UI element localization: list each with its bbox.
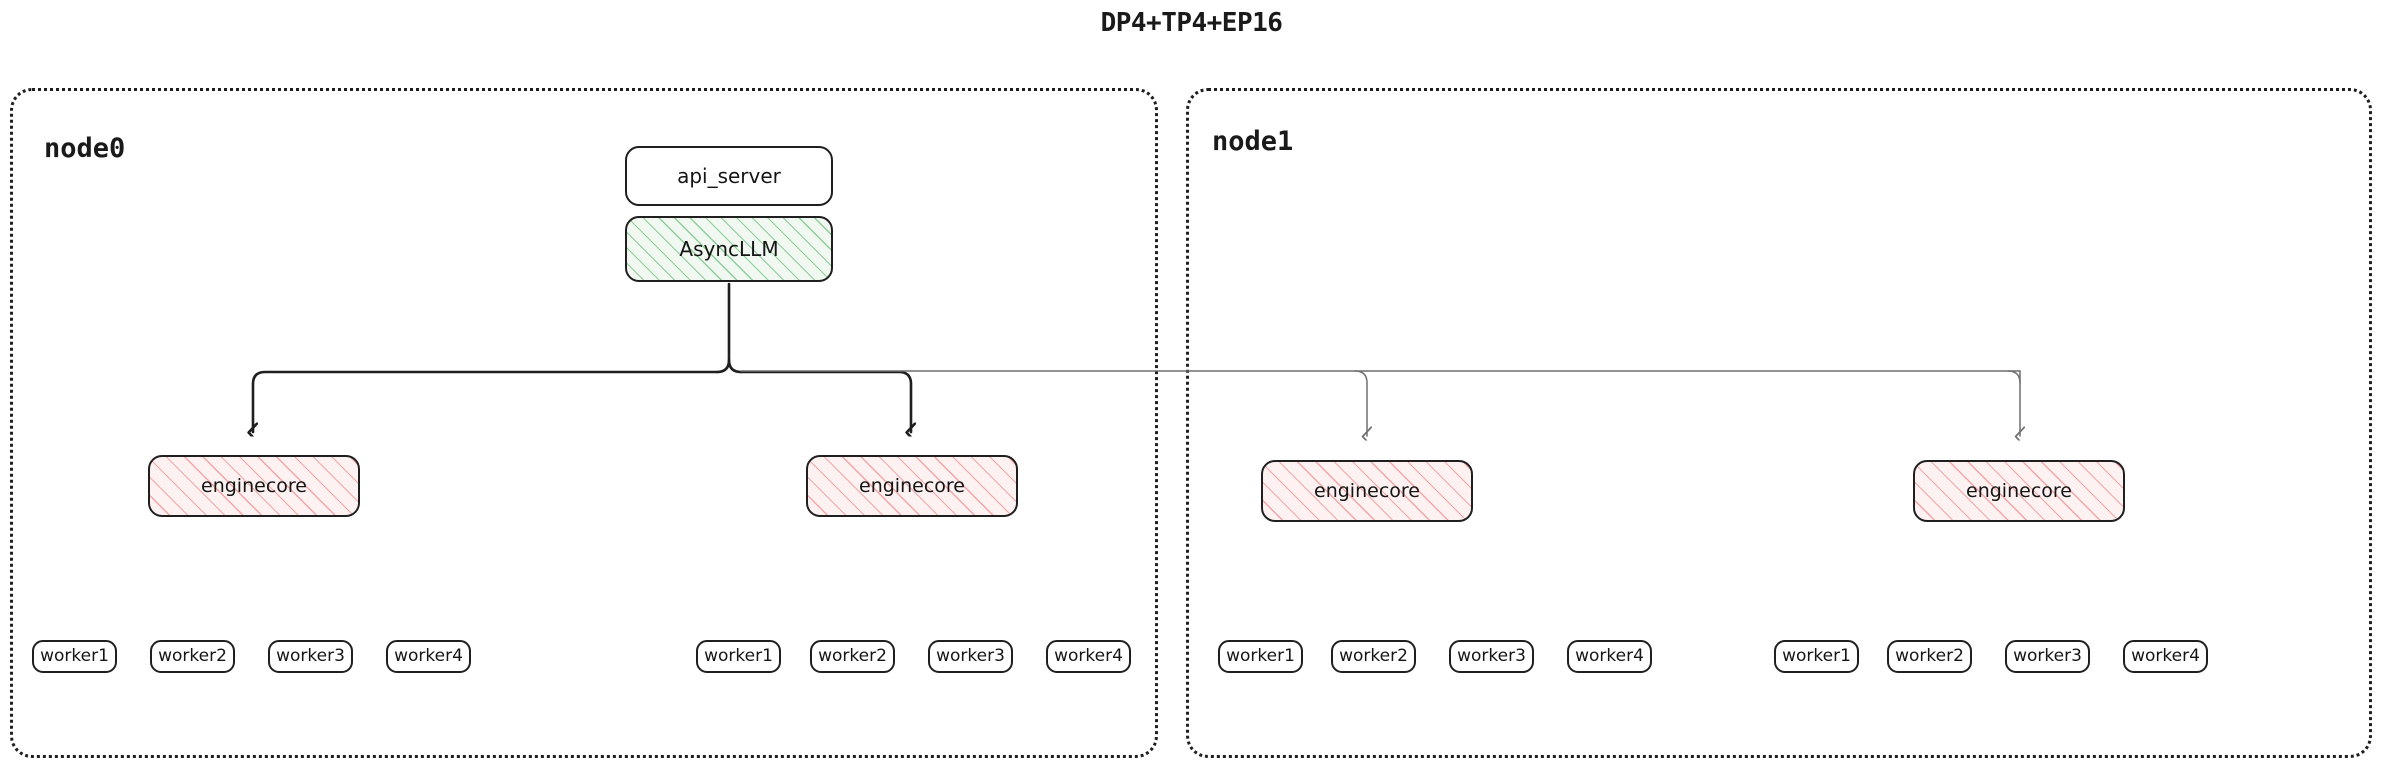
node-container-node0 (10, 88, 1158, 758)
enginecore-label: enginecore (859, 474, 965, 497)
async-llm-label: AsyncLLM (679, 237, 779, 261)
worker-label: worker3 (276, 646, 345, 666)
worker-label: worker4 (1575, 646, 1644, 666)
node-label-node0: node0 (44, 133, 126, 164)
async-llm-box[interactable]: AsyncLLM (625, 216, 833, 282)
worker-box-node0-0-1[interactable]: worker2 (150, 640, 235, 673)
worker-box-node1-1-2[interactable]: worker3 (2005, 640, 2090, 673)
enginecore-label: enginecore (1966, 479, 2072, 502)
worker-label: worker2 (818, 646, 887, 666)
worker-box-node1-0-2[interactable]: worker3 (1449, 640, 1534, 673)
enginecore-box-node1-1[interactable]: enginecore (1913, 460, 2125, 522)
enginecore-label: enginecore (201, 474, 307, 497)
worker-label: worker2 (1339, 646, 1408, 666)
worker-label: worker3 (2013, 646, 2082, 666)
worker-label: worker4 (2131, 646, 2200, 666)
worker-box-node0-0-3[interactable]: worker4 (386, 640, 471, 673)
worker-label: worker3 (936, 646, 1005, 666)
api-server-box[interactable]: api_server (625, 146, 833, 206)
api-server-label: api_server (677, 164, 781, 188)
enginecore-box-node0-1[interactable]: enginecore (806, 455, 1018, 517)
enginecore-label: enginecore (1314, 479, 1420, 502)
worker-label: worker1 (1226, 646, 1295, 666)
worker-box-node0-1-3[interactable]: worker4 (1046, 640, 1131, 673)
worker-label: worker1 (40, 646, 109, 666)
worker-label: worker2 (1895, 646, 1964, 666)
node-label-node1: node1 (1212, 126, 1294, 157)
enginecore-box-node1-0[interactable]: enginecore (1261, 460, 1473, 522)
worker-box-node0-1-1[interactable]: worker2 (810, 640, 895, 673)
worker-box-node1-1-3[interactable]: worker4 (2123, 640, 2208, 673)
worker-label: worker2 (158, 646, 227, 666)
worker-box-node1-1-1[interactable]: worker2 (1887, 640, 1972, 673)
worker-box-node0-1-2[interactable]: worker3 (928, 640, 1013, 673)
worker-label: worker1 (1782, 646, 1851, 666)
worker-box-node0-1-0[interactable]: worker1 (696, 640, 781, 673)
worker-box-node0-0-0[interactable]: worker1 (32, 640, 117, 673)
node-container-node1 (1186, 88, 2372, 758)
enginecore-box-node0-0[interactable]: enginecore (148, 455, 360, 517)
worker-box-node1-0-3[interactable]: worker4 (1567, 640, 1652, 673)
page-title: DP4+TP4+EP16 (1100, 8, 1283, 38)
worker-box-node1-0-1[interactable]: worker2 (1331, 640, 1416, 673)
worker-label: worker3 (1457, 646, 1526, 666)
worker-label: worker4 (394, 646, 463, 666)
worker-label: worker4 (1054, 646, 1123, 666)
worker-box-node1-1-0[interactable]: worker1 (1774, 640, 1859, 673)
worker-label: worker1 (704, 646, 773, 666)
worker-box-node1-0-0[interactable]: worker1 (1218, 640, 1303, 673)
worker-box-node0-0-2[interactable]: worker3 (268, 640, 353, 673)
